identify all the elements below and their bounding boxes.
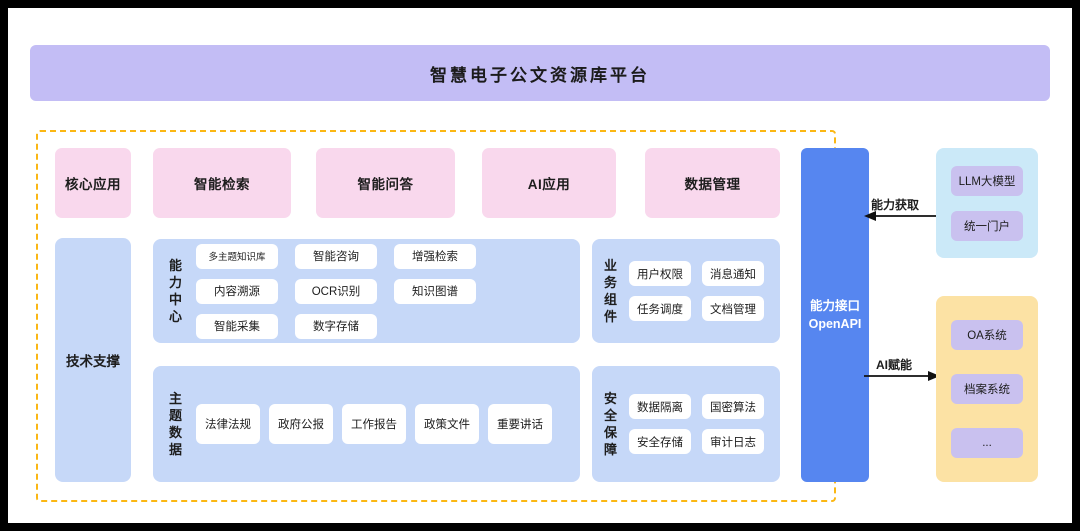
application-box-data-management[interactable]: 数据管理 bbox=[645, 148, 780, 218]
security-item[interactable]: 安全存储 bbox=[629, 429, 691, 454]
openapi-line2: OpenAPI bbox=[808, 317, 862, 331]
business-components-items: 用户权限 消息通知 任务调度 文档管理 bbox=[619, 256, 780, 326]
theme-data-panel: 主题数据 法律法规 政府公报 工作报告 政策文件 重要讲话 bbox=[153, 366, 580, 482]
page-title: 智慧电子公文资源库平台 bbox=[430, 65, 650, 85]
business-component-item[interactable]: 任务调度 bbox=[629, 296, 691, 321]
security-items: 数据隔离 国密算法 安全存储 审计日志 bbox=[619, 389, 780, 459]
theme-data-label: 主题数据 bbox=[168, 390, 182, 458]
arrow-label-capability-acquire: 能力获取 bbox=[871, 198, 920, 212]
external-system-item[interactable]: 档案系统 bbox=[951, 374, 1023, 404]
external-system-item[interactable]: ... bbox=[951, 428, 1023, 458]
external-capability-panel: LLM大模型 统一门户 bbox=[936, 148, 1038, 258]
application-label: 数据管理 bbox=[684, 177, 741, 192]
application-label: 智能检索 bbox=[194, 177, 250, 192]
security-label: 安全保障 bbox=[603, 390, 617, 458]
openapi-interface-bar[interactable]: 能力接口 OpenAPI bbox=[801, 148, 869, 482]
capability-item[interactable]: 智能采集 bbox=[196, 313, 278, 339]
application-label: AI应用 bbox=[527, 177, 571, 192]
theme-data-item[interactable]: 工作报告 bbox=[342, 404, 406, 444]
openapi-text: 能力接口 OpenAPI bbox=[809, 297, 862, 333]
security-item[interactable]: 数据隔离 bbox=[629, 394, 691, 419]
capability-item[interactable]: 增强检索 bbox=[394, 243, 476, 269]
business-component-item[interactable]: 用户权限 bbox=[629, 261, 691, 286]
arrow-label-ai-enable: AI赋能 bbox=[876, 358, 913, 372]
capability-item[interactable]: 多主题知识库 bbox=[196, 243, 278, 269]
business-components-label: 业务组件 bbox=[603, 257, 617, 325]
business-components-panel: 业务组件 用户权限 消息通知 任务调度 文档管理 bbox=[592, 239, 780, 343]
arrow-ai-enable-icon bbox=[864, 371, 940, 381]
capability-center-label: 能力中心 bbox=[168, 257, 182, 325]
theme-data-item[interactable]: 政府公报 bbox=[269, 404, 333, 444]
application-box-core[interactable]: 核心应用 bbox=[55, 148, 131, 218]
capability-item[interactable]: 内容溯源 bbox=[196, 278, 278, 304]
theme-data-item[interactable]: 重要讲话 bbox=[488, 404, 552, 444]
application-label: 智能问答 bbox=[357, 177, 414, 192]
application-box-smart-qa[interactable]: 智能问答 bbox=[316, 148, 455, 218]
diagram-canvas: 智慧电子公文资源库平台 核心应用 智能检索 智能问答 AI应用 数据管理 技术支… bbox=[8, 8, 1072, 523]
platform-title-banner: 智慧电子公文资源库平台 bbox=[30, 45, 1050, 101]
external-system-item[interactable]: OA系统 bbox=[951, 320, 1023, 350]
theme-data-item[interactable]: 政策文件 bbox=[415, 404, 479, 444]
capability-item[interactable]: 知识图谱 bbox=[394, 278, 476, 304]
capability-center-panel: 能力中心 多主题知识库 智能咨询 增强检索 内容溯源 OCR识别 知识图谱 智能… bbox=[153, 239, 580, 343]
application-box-ai[interactable]: AI应用 bbox=[482, 148, 616, 218]
application-label: 核心应用 bbox=[65, 177, 121, 192]
security-item[interactable]: 审计日志 bbox=[702, 429, 764, 454]
capability-item[interactable]: 智能咨询 bbox=[295, 243, 377, 269]
openapi-line1: 能力接口 bbox=[809, 298, 860, 313]
capability-center-items: 多主题知识库 智能咨询 增强检索 内容溯源 OCR识别 知识图谱 智能采集 数字… bbox=[184, 239, 580, 344]
arrow-capability-acquire-icon bbox=[864, 211, 940, 221]
business-component-item[interactable]: 文档管理 bbox=[702, 296, 764, 321]
external-capability-item[interactable]: LLM大模型 bbox=[951, 165, 1023, 196]
external-systems-panel: OA系统 档案系统 ... bbox=[936, 296, 1038, 482]
theme-data-item[interactable]: 法律法规 bbox=[196, 404, 260, 444]
tech-support-column[interactable]: 技术支撑 bbox=[55, 238, 131, 482]
tech-support-label: 技术支撑 bbox=[66, 354, 120, 369]
capability-item[interactable]: 数字存储 bbox=[295, 313, 377, 339]
security-panel: 安全保障 数据隔离 国密算法 安全存储 审计日志 bbox=[592, 366, 780, 482]
business-component-item[interactable]: 消息通知 bbox=[702, 261, 764, 286]
external-capability-item[interactable]: 统一门户 bbox=[951, 210, 1023, 241]
security-item[interactable]: 国密算法 bbox=[702, 394, 764, 419]
capability-item[interactable]: OCR识别 bbox=[295, 278, 377, 304]
application-box-smart-search[interactable]: 智能检索 bbox=[153, 148, 291, 218]
theme-data-items: 法律法规 政府公报 工作报告 政策文件 重要讲话 bbox=[184, 404, 580, 444]
